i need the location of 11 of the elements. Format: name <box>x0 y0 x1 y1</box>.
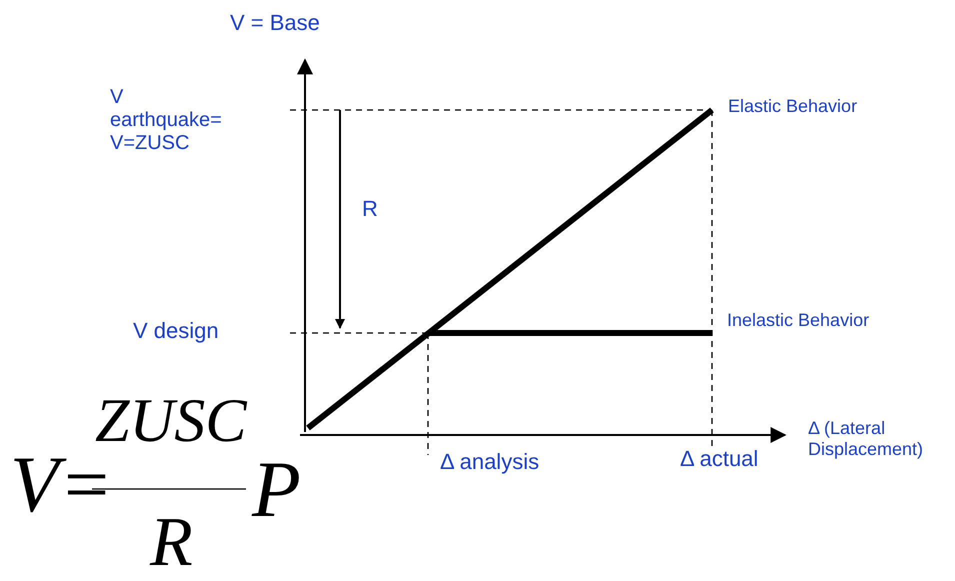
axis-label: V design <box>133 318 219 344</box>
tick-label: Δ actual <box>680 446 758 472</box>
tick-label: Δ analysis <box>440 449 540 474</box>
factor-label: R <box>362 196 378 222</box>
formula-text: R <box>150 508 194 578</box>
axis-label: V earthquake= V=ZUSC <box>110 86 223 155</box>
formula-text: P <box>252 450 302 530</box>
curve-label: Elastic Behavior <box>728 96 858 117</box>
axis-label: Δ (Lateral Displacement) <box>808 418 924 460</box>
axis-label: V = Base <box>230 10 320 36</box>
curve-label: Inelastic Behavior <box>727 310 870 331</box>
